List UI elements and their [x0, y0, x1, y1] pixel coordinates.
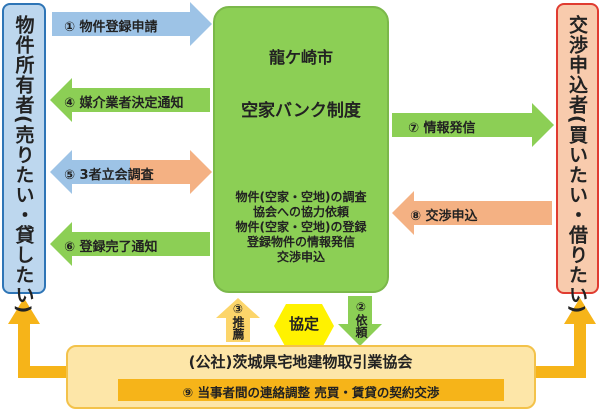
owner-connector: [8, 298, 70, 378]
agreement-hexagon: [274, 304, 334, 348]
arrow-1-label: ① 物件登録申請: [64, 20, 158, 35]
task-list: 物件(空家・空地)の調査 協会への協力依頼 物件(空家・空地)の登録 登録物件の…: [215, 190, 387, 265]
arrow-4-label: ④ 媒介業者決定通知: [64, 96, 184, 111]
arrow-8: [392, 191, 552, 235]
task-item: 物件(空家・空地)の登録: [235, 220, 367, 234]
association-title: (公社)茨城県宅地建物取引業協会: [188, 353, 413, 371]
applicant-connector: [532, 298, 596, 378]
arrow-2: [338, 296, 382, 346]
task-item: 交渉申込: [276, 250, 325, 264]
city-bank-box: 龍ケ崎市 空家バンク制度 物件(空家・空地)の調査 協会への協力依頼 物件(空家…: [213, 6, 389, 293]
association-sub-bar: [118, 379, 504, 401]
bank-system-title: 空家バンク制度: [241, 101, 361, 121]
task-item: 協会への協力依頼: [252, 205, 349, 219]
arrow-6-label: ⑥ 登録完了通知: [64, 240, 158, 255]
arrow-7-label: ⑦ 情報発信: [408, 121, 476, 136]
arrow-8-label: ⑧ 交渉申込: [410, 209, 478, 224]
association-sub-label: ⑨ 当事者間の連絡調整 売買・賃貸の契約交渉: [182, 385, 440, 400]
applicant-label: 交渉申込者(買いたい・借りたい): [566, 15, 588, 315]
arrow-7: [392, 103, 554, 147]
owner-label: 物件所有者(売りたい・貸したい): [12, 15, 35, 315]
agreement-label: 協定: [288, 315, 319, 333]
arrow-5-label: ⑤ 3者立会調査: [64, 168, 154, 183]
arrow-4: [50, 78, 210, 122]
arrow-3-label: ③推薦: [231, 302, 245, 340]
arrow-1: [52, 2, 212, 46]
arrow-3: [216, 298, 260, 342]
owner-box: 物件所有者(売りたい・貸したい): [2, 3, 46, 314]
city-name: 龍ケ崎市: [268, 48, 333, 67]
arrow-2-label: ②依頼: [354, 300, 368, 338]
arrow-5-right: [130, 150, 212, 194]
applicant-box: 交渉申込者(買いたい・借りたい): [556, 3, 599, 314]
task-item: 物件(空家・空地)の調査: [235, 190, 367, 204]
arrow-5-left: [50, 150, 132, 194]
task-item: 登録物件の情報発信: [246, 235, 355, 249]
arrow-6: [50, 222, 210, 266]
